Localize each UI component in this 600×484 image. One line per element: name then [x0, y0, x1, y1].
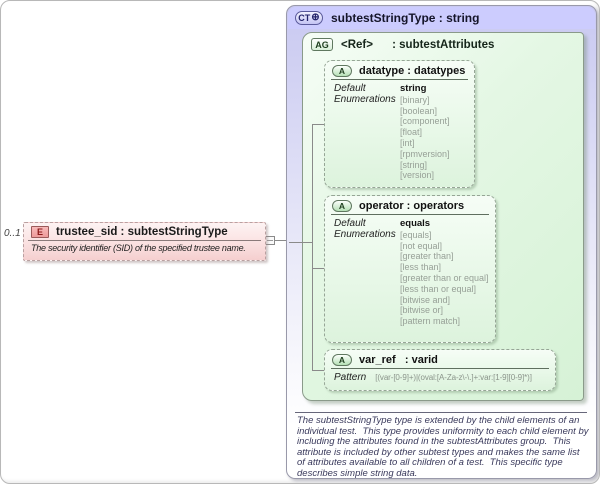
pattern-label: Pattern [334, 372, 367, 383]
default-label: Default [334, 83, 366, 94]
enumeration-list: [equals][not equal][greater than][less t… [400, 230, 491, 327]
enum-value: [int] [400, 137, 415, 148]
attribute-icon: A [332, 199, 352, 212]
tree-stub-datatype [312, 124, 324, 125]
element-description: The security identifier (SID) of the spe… [31, 243, 246, 253]
enum-value: [pattern match] [400, 316, 461, 327]
enum-value: [version] [400, 170, 435, 181]
enum-value: [greater than or equal] [400, 272, 489, 283]
enum-value: [float] [400, 127, 423, 138]
complex-type-badge-text: CT [298, 13, 311, 23]
attribute-title-datatype: datatype : datatypes [359, 64, 466, 77]
enum-value: [less than or equal] [400, 283, 477, 294]
complex-type-icon: CT⊕ [295, 11, 323, 25]
attribute-title-var-ref: var_ref : varid [359, 353, 438, 366]
attribute-box-var-ref[interactable]: A var_ref : varid Pattern [(var-[0-9]+)|… [324, 349, 556, 391]
complex-type-header: CT⊕ subtestStringType : string [288, 7, 595, 29]
enum-value: [equals] [400, 229, 432, 240]
connector-line [266, 240, 288, 241]
enum-value: [string] [400, 159, 428, 170]
attribute-icon: A [332, 64, 352, 77]
enum-value: [greater than] [400, 251, 454, 262]
attribute-icon: A [332, 353, 352, 366]
enum-value: [bitwise or] [400, 305, 444, 316]
enum-value: [bitwise and] [400, 294, 451, 305]
enum-value: [component] [400, 116, 450, 127]
attribute-group-icon: AG [311, 38, 333, 51]
element-icon: E [31, 226, 49, 238]
enumerations-label: Enumerations [334, 93, 396, 105]
enum-value: [boolean] [400, 105, 438, 116]
element-box-trustee-sid[interactable]: E trustee_sid : subtestStringType The se… [23, 222, 266, 261]
element-divider [28, 240, 261, 241]
attribute-box-datatype[interactable]: A datatype : datatypes Default string En… [324, 60, 475, 188]
enumerations-label: Enumerations [334, 228, 396, 240]
default-label: Default [334, 218, 366, 229]
enum-value: [rpmversion] [400, 148, 450, 159]
attribute-divider [331, 79, 468, 80]
type-annotation-text: The subtestStringType type is extended b… [297, 415, 592, 479]
complex-type-box[interactable]: CT⊕ subtestStringType : string AG <Ref> … [286, 5, 597, 479]
enum-value: [less than] [400, 262, 442, 273]
enum-value: [not equal] [400, 240, 443, 251]
enumeration-list: [binary][boolean][component][float][int]… [400, 95, 470, 181]
attribute-divider [331, 368, 549, 369]
enum-value: [binary] [400, 94, 430, 105]
plus-icon: ⊕ [311, 12, 320, 23]
tree-trunk-line [312, 124, 313, 370]
complex-type-title: subtestStringType : string [331, 11, 480, 25]
attribute-divider [331, 214, 489, 215]
tree-stub-operator [312, 268, 324, 269]
attribute-title-operator: operator : operators [359, 199, 465, 212]
cardinality-label: 0..1 [4, 228, 21, 239]
attribute-box-operator[interactable]: A operator : operators Default equals En… [324, 195, 496, 343]
attribute-group-title: <Ref> : subtestAttributes [341, 38, 495, 51]
element-title: trustee_sid : subtestStringType [56, 226, 228, 238]
pattern-value: [(var-[0-9]+)|(oval:[A-Za-z\-\.]+:var:[1… [375, 373, 532, 382]
default-value: equals [400, 218, 431, 229]
default-value: string [400, 83, 427, 94]
tree-entry-line [289, 242, 312, 243]
annotation-divider [295, 412, 587, 413]
tree-stub-varref [312, 370, 324, 371]
